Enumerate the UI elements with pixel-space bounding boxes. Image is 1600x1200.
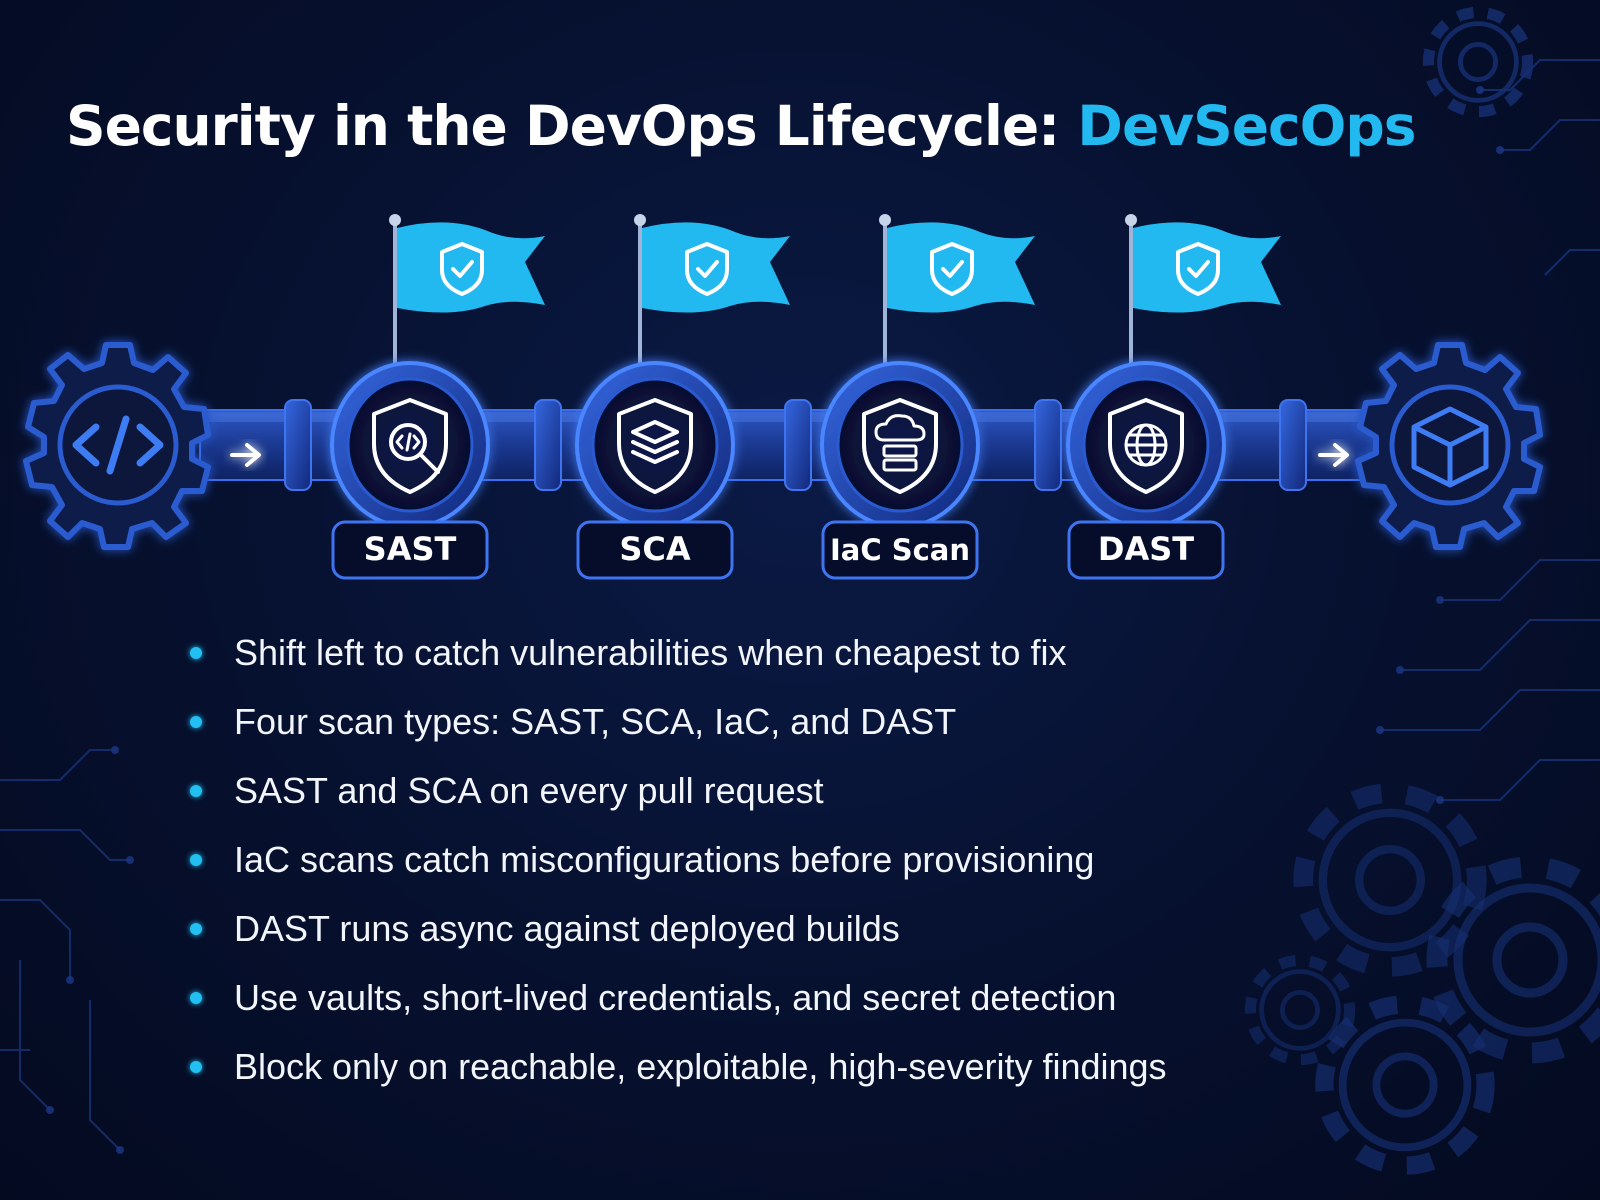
bullet-dot-icon xyxy=(190,716,202,728)
page-title: Security in the DevOps Lifecycle: DevSec… xyxy=(66,94,1416,158)
bullet-text: Block only on reachable, exploitable, hi… xyxy=(234,1046,1167,1087)
bullet-item: SAST and SCA on every pull request xyxy=(190,768,1167,837)
bullet-dot-icon xyxy=(190,1061,202,1073)
bullet-text: DAST runs async against deployed builds xyxy=(234,908,900,949)
pipeline-diagram: SAST SCA xyxy=(0,214,1600,580)
shield-check-icon xyxy=(1176,242,1220,296)
bullet-text: IaC scans catch misconfigurations before… xyxy=(234,839,1095,880)
bullet-item: Block only on reachable, exploitable, hi… xyxy=(190,1044,1167,1113)
stage-label: IaC Scan xyxy=(830,533,970,567)
bullet-item: Use vaults, short-lived credentials, and… xyxy=(190,975,1167,1044)
bullet-text: Shift left to catch vulnerabilities when… xyxy=(234,632,1067,673)
code-brackets-icon xyxy=(72,415,164,475)
stage-iac-scan: IaC Scan xyxy=(820,214,1035,580)
stage-dast: DAST xyxy=(1066,214,1281,580)
cube-icon xyxy=(1411,406,1489,488)
bullet-item: DAST runs async against deployed builds xyxy=(190,906,1167,975)
shield-check-icon xyxy=(930,242,974,296)
bullet-dot-icon xyxy=(190,992,202,1004)
bullet-item: IaC scans catch misconfigurations before… xyxy=(190,837,1167,906)
arrow-icon xyxy=(230,443,261,467)
bullet-text: Four scan types: SAST, SCA, IaC, and DAS… xyxy=(234,701,957,742)
shield-layers-icon xyxy=(617,398,693,494)
title-accent: DevSecOps xyxy=(1077,94,1416,158)
flag xyxy=(887,222,1035,313)
shield-code-magnifier-icon xyxy=(372,398,448,494)
stage-label: SAST xyxy=(364,530,457,568)
bullet-list: Shift left to catch vulnerabilities when… xyxy=(190,630,1167,1113)
bullet-dot-icon xyxy=(190,923,202,935)
shield-check-icon xyxy=(440,242,484,296)
bullet-dot-icon xyxy=(190,785,202,797)
arrow-icon xyxy=(1318,443,1349,467)
pipe-couplings xyxy=(284,399,1307,491)
bullet-text: Use vaults, short-lived credentials, and… xyxy=(234,977,1117,1018)
stage-label: DAST xyxy=(1098,530,1194,568)
stage-label: SCA xyxy=(619,530,691,568)
flag xyxy=(642,222,790,313)
bullet-item: Shift left to catch vulnerabilities when… xyxy=(190,630,1167,699)
bullet-dot-icon xyxy=(190,647,202,659)
bullet-dot-icon xyxy=(190,854,202,866)
flag xyxy=(397,222,545,313)
flag xyxy=(1133,222,1281,313)
bullet-item: Four scan types: SAST, SCA, IaC, and DAS… xyxy=(190,699,1167,768)
title-main: Security in the DevOps Lifecycle: xyxy=(66,94,1078,158)
stage-sca: SCA xyxy=(575,214,790,580)
bullet-text: SAST and SCA on every pull request xyxy=(234,770,824,811)
stage-sast: SAST xyxy=(330,214,545,580)
shield-globe-icon xyxy=(1108,398,1184,494)
shield-check-icon xyxy=(685,242,729,296)
shield-cloud-server-icon xyxy=(862,398,938,494)
